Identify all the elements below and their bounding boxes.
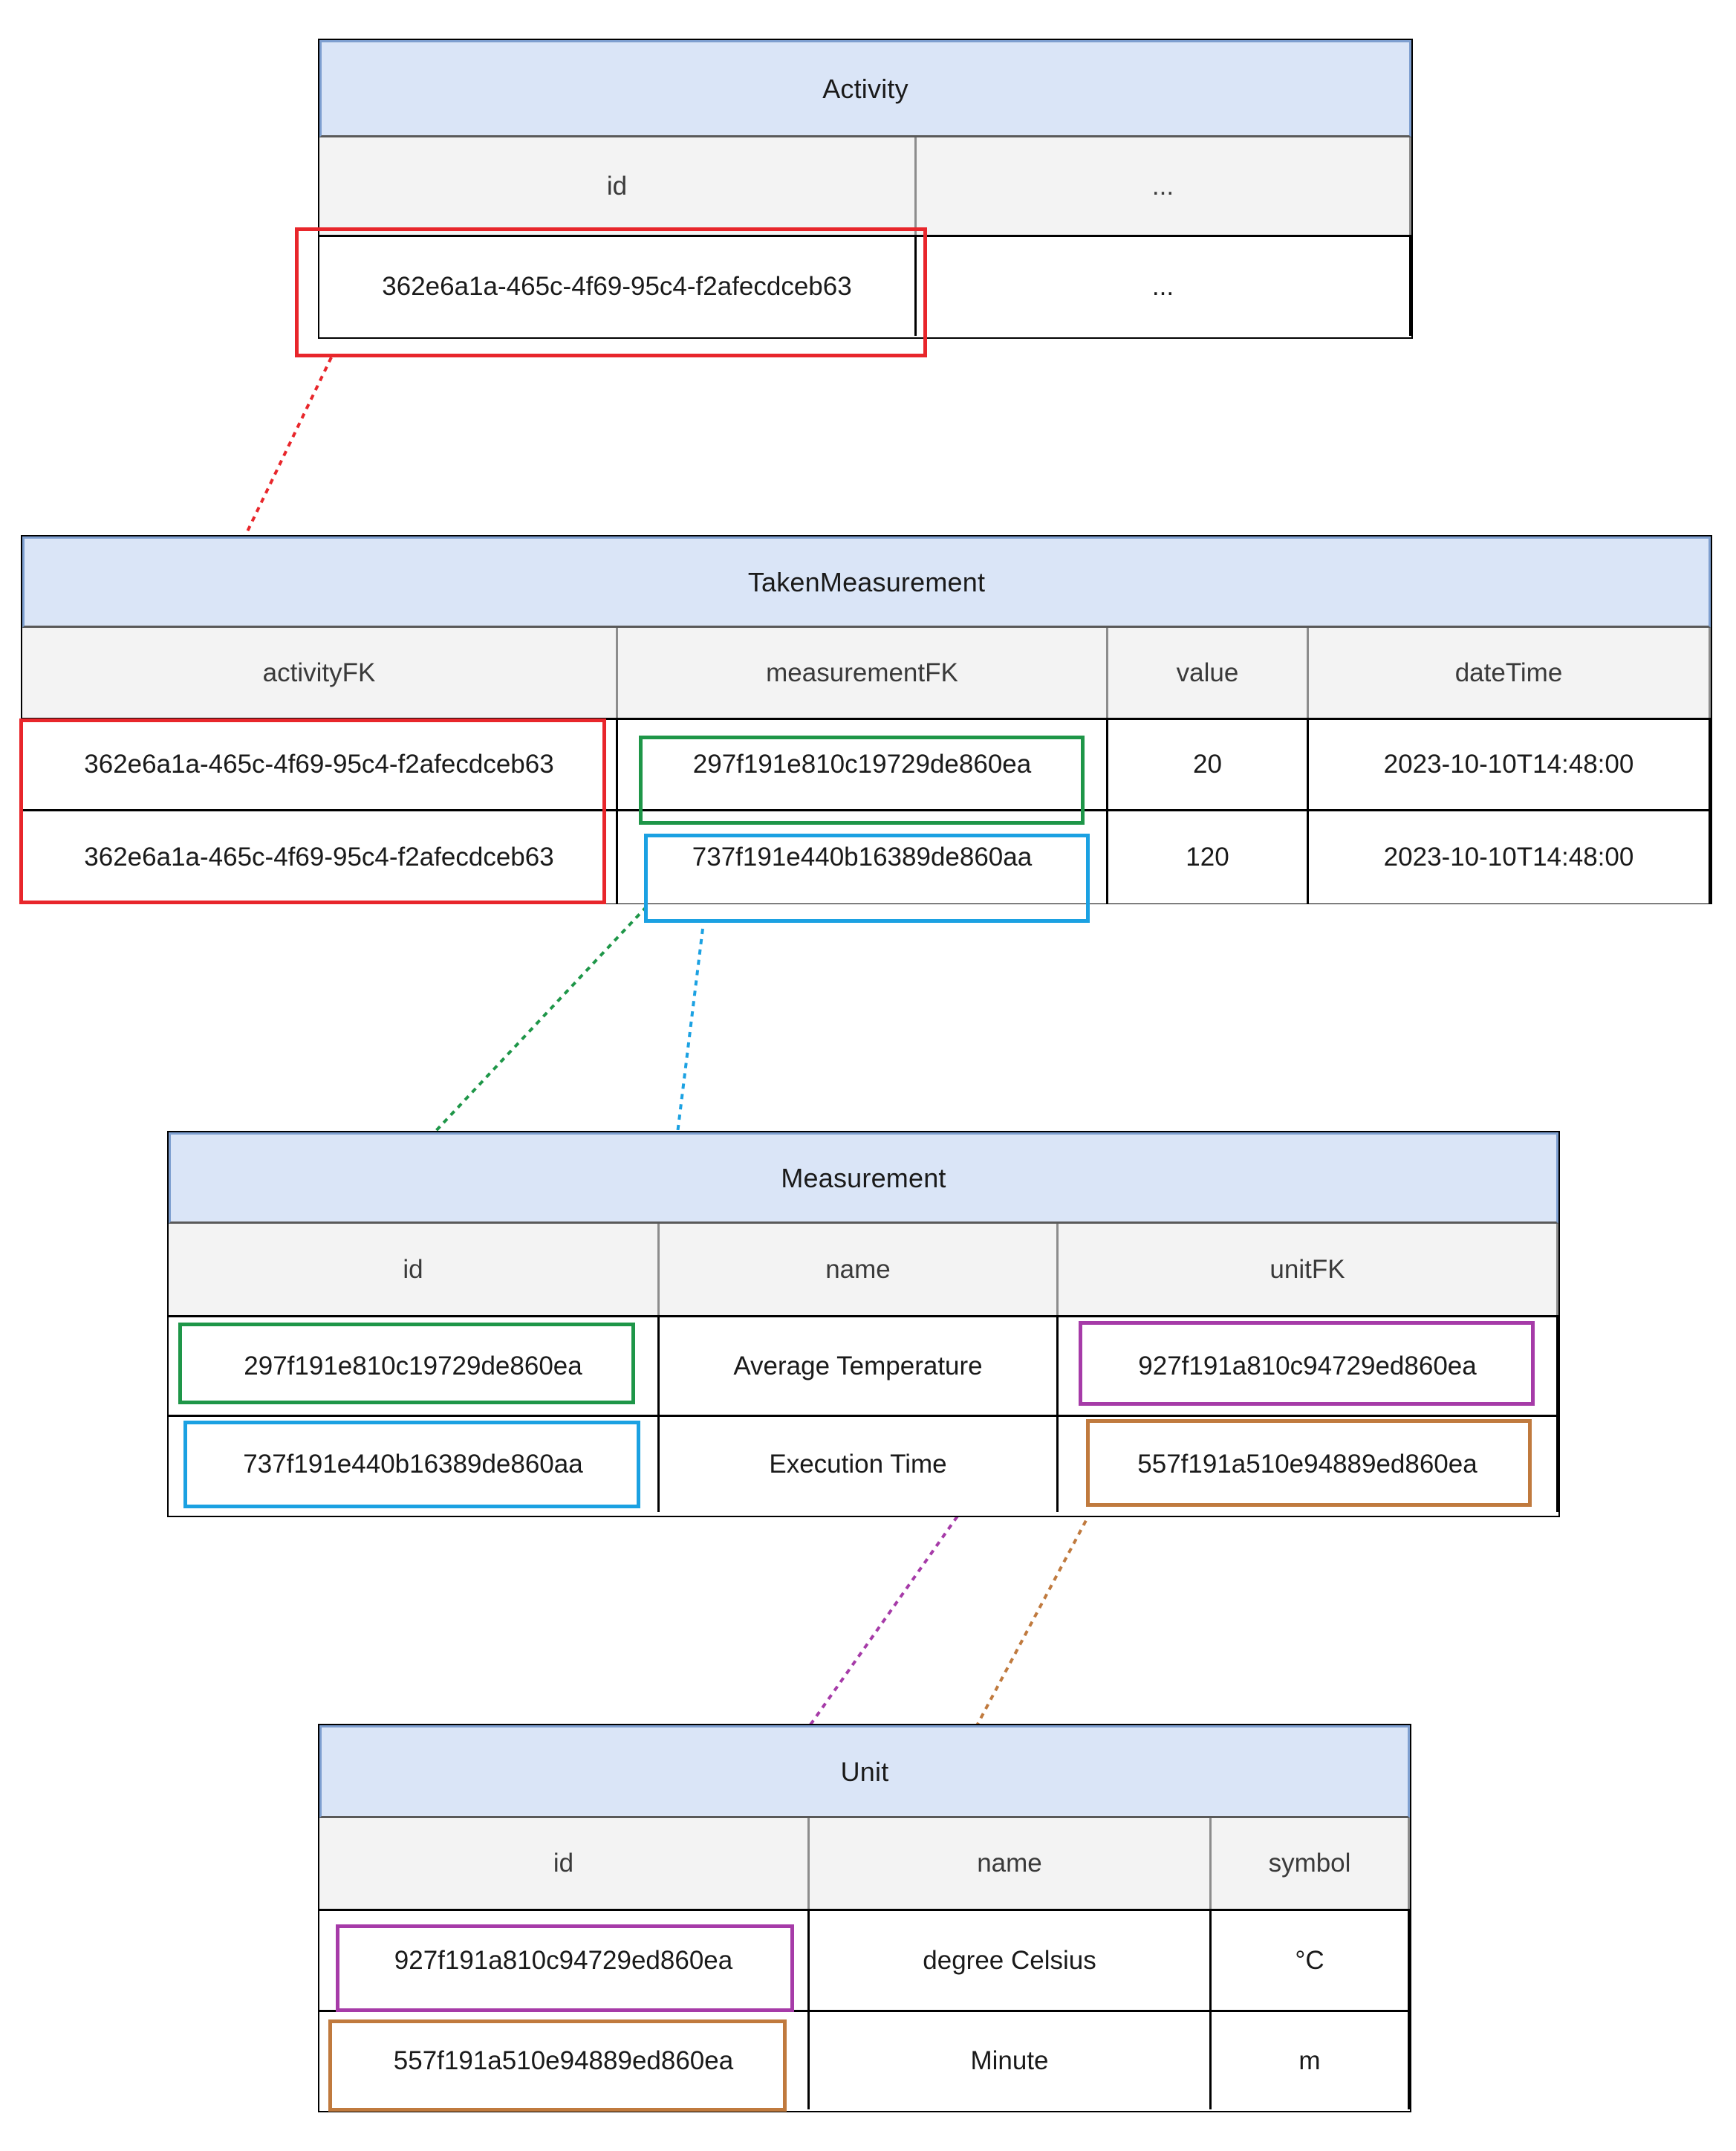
column-header-unit-name: name xyxy=(810,1818,1212,1909)
cell-measurementfk: 737f191e440b16389de860aa xyxy=(618,811,1108,903)
table-row: 927f191a810c94729ed860ea degree Celsius … xyxy=(319,1911,1410,2010)
cell-measurement-name: Execution Time xyxy=(660,1417,1059,1512)
cell-unit-symbol: °C xyxy=(1212,1911,1410,2010)
entity-takenmeasurement-title: TakenMeasurement xyxy=(22,536,1711,628)
column-header-measurement-id: id xyxy=(169,1224,660,1315)
column-header-measurement-name: name xyxy=(660,1224,1059,1315)
cell-datetime: 2023-10-10T14:48:00 xyxy=(1309,811,1711,903)
cell-measurement-id: 297f191e810c19729de860ea xyxy=(169,1317,660,1415)
column-header-measurementfk: measurementFK xyxy=(618,628,1108,718)
cell-unit-id: 927f191a810c94729ed860ea xyxy=(319,1911,810,2010)
column-header-datetime: dateTime xyxy=(1309,628,1711,718)
table-row: 362e6a1a-465c-4f69-95c4-f2afecdceb63 ... xyxy=(319,237,1411,336)
cell-value: 120 xyxy=(1108,811,1309,903)
cell-activityfk: 362e6a1a-465c-4f69-95c4-f2afecdceb63 xyxy=(22,811,618,903)
table-row: 737f191e440b16389de860aa Execution Time … xyxy=(169,1415,1558,1512)
entity-unit-column-headers: id name symbol xyxy=(319,1818,1410,1911)
column-header-activityfk: activityFK xyxy=(22,628,618,718)
cell-measurement-id: 737f191e440b16389de860aa xyxy=(169,1417,660,1512)
entity-takenmeasurement-column-headers: activityFK measurementFK value dateTime xyxy=(22,628,1711,720)
cell-unit-name: degree Celsius xyxy=(810,1911,1212,2010)
cell-value: 20 xyxy=(1108,720,1309,809)
table-row: 362e6a1a-465c-4f69-95c4-f2afecdceb63 737… xyxy=(22,809,1711,903)
cell-activityfk: 362e6a1a-465c-4f69-95c4-f2afecdceb63 xyxy=(22,720,618,809)
cell-measurement-name: Average Temperature xyxy=(660,1317,1059,1415)
table-row: 297f191e810c19729de860ea Average Tempera… xyxy=(169,1317,1558,1415)
column-header-unit-symbol: symbol xyxy=(1212,1818,1410,1909)
table-row: 362e6a1a-465c-4f69-95c4-f2afecdceb63 297… xyxy=(22,720,1711,809)
column-header-activity-id: id xyxy=(319,137,917,235)
table-row: 557f191a510e94889ed860ea Minute m xyxy=(319,2010,1410,2109)
cell-measurementfk: 297f191e810c19729de860ea xyxy=(618,720,1108,809)
cell-unitfk: 557f191a510e94889ed860ea xyxy=(1059,1417,1558,1512)
cell-datetime: 2023-10-10T14:48:00 xyxy=(1309,720,1711,809)
entity-unit: Unit id name symbol 927f191a810c94729ed8… xyxy=(318,1724,1411,2112)
entity-unit-title: Unit xyxy=(319,1725,1410,1818)
entity-measurement-column-headers: id name unitFK xyxy=(169,1224,1558,1317)
cell-unit-name: Minute xyxy=(810,2012,1212,2109)
entity-activity: Activity id ... 362e6a1a-465c-4f69-95c4-… xyxy=(318,39,1413,339)
cell-unit-id: 557f191a510e94889ed860ea xyxy=(319,2012,810,2109)
entity-activity-column-headers: id ... xyxy=(319,137,1411,237)
cell-activity-more: ... xyxy=(917,237,1411,336)
cell-unit-symbol: m xyxy=(1212,2012,1410,2109)
cell-unitfk: 927f191a810c94729ed860ea xyxy=(1059,1317,1558,1415)
entity-measurement-title: Measurement xyxy=(169,1132,1558,1224)
column-header-value: value xyxy=(1108,628,1309,718)
cell-activity-id: 362e6a1a-465c-4f69-95c4-f2afecdceb63 xyxy=(319,237,917,336)
column-header-activity-more: ... xyxy=(917,137,1411,235)
column-header-unit-id: id xyxy=(319,1818,810,1909)
entity-activity-title: Activity xyxy=(319,40,1411,137)
entity-measurement: Measurement id name unitFK 297f191e810c1… xyxy=(167,1131,1560,1517)
column-header-unitfk: unitFK xyxy=(1059,1224,1558,1315)
entity-takenmeasurement: TakenMeasurement activityFK measurementF… xyxy=(21,535,1712,904)
